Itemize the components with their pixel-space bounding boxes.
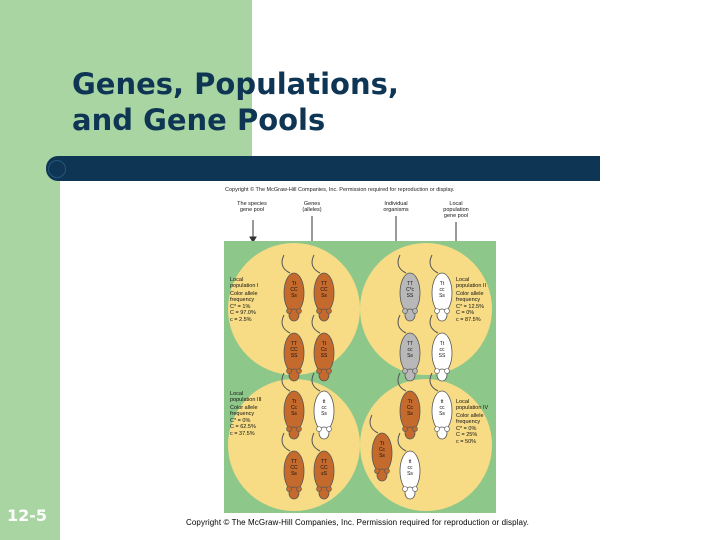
population-3-label: Local population III [230,391,262,404]
mouse-genotype: SS [439,353,446,359]
mouse-genotype: Ss [439,293,445,299]
mouse-genotype: Ss [321,293,327,299]
slide-number: 12-5 [7,506,47,525]
mouse-ear [327,427,332,432]
mouse-genotype: Ss [439,411,445,417]
pointer-arrows [220,184,496,244]
population-4-frequencies: C* = 0% C = 25% c = 50% [456,426,477,445]
mouse-ear [435,309,440,314]
mouse-ear [413,487,418,492]
population-4-label: Local population IV [456,399,488,412]
population-2-allele-title: Color allele frequency [456,291,484,304]
population-3-frequencies: C* = 0% C = 62.5% c = 37.5% [230,418,256,437]
mouse-ear [327,309,332,314]
mouse-ear [297,427,302,432]
mouse-genotype: Ss [379,453,385,459]
population-1-frequencies: C* = 1% C = 97.0% c = 2.5% [230,304,256,323]
mouse-ear [287,369,292,374]
mouse-ear [385,469,390,474]
mouse-ear [403,309,408,314]
mouse-ear [327,369,332,374]
mouse-ear [287,309,292,314]
mouse-ear [445,427,450,432]
mouse-genotype: SS [407,293,414,299]
copyright-footer: Copyright © The McGraw-Hill Companies, I… [186,518,529,527]
title-rule [46,156,600,181]
mouse-ear [317,369,322,374]
mouse-genotype: Ss [291,471,297,477]
mouse-ear [445,309,450,314]
mouse-ear [287,487,292,492]
population-2-label: Local population II [456,277,486,290]
mouse-ear [403,487,408,492]
mouse-ear [317,427,322,432]
mouse-genotype: SS [321,353,328,359]
mouse-ear [287,427,292,432]
mouse-ear [435,427,440,432]
mouse-genotype: Ss [291,293,297,299]
mouse-ear [375,469,380,474]
mouse-genotype: Ss [407,471,413,477]
mouse-ear [317,309,322,314]
mouse-ear [413,427,418,432]
title-rule-dot [48,160,66,178]
population-3-allele-title: Color allele frequency [230,405,258,418]
mouse-genotype: Ss [291,411,297,417]
mouse-ear [317,487,322,492]
mouse-genotype: Ss [321,411,327,417]
gene-pool-figure: Copyright © The McGraw-Hill Companies, I… [220,184,496,514]
mouse-ear [413,309,418,314]
mouse-genotype: Ss [407,411,413,417]
mouse-ear [297,309,302,314]
mouse-ear [445,369,450,374]
population-1-label: Local population I [230,277,258,290]
mouse-ear [413,369,418,374]
mouse-genotype: SS [291,353,298,359]
mouse-ear [435,369,440,374]
mouse-genotype: sS [321,471,328,477]
population-2-frequencies: C* = 12.5% C = 0% c = 87.5% [456,304,484,323]
mouse-ear [297,369,302,374]
mouse-ear [327,487,332,492]
mouse-ear [403,427,408,432]
mouse-genotype: Ss [407,353,413,359]
left-accent-bar [0,0,60,540]
mouse-ear [297,487,302,492]
mouse-ear [403,369,408,374]
population-1-allele-title: Color allele frequency [230,291,258,304]
slide-title: Genes, Populations, and Gene Pools [72,66,399,138]
population-4-allele-title: Color allele frequency [456,413,484,426]
